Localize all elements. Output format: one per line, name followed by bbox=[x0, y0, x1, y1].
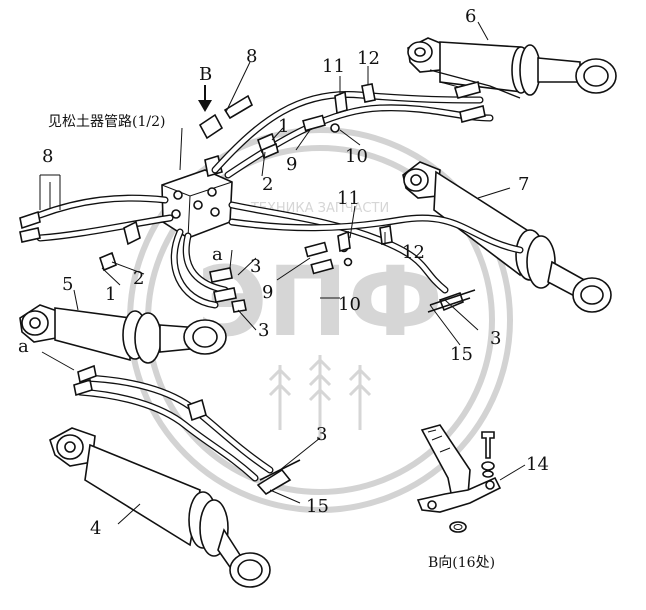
port-a-left: a bbox=[18, 336, 29, 357]
cylinder-5 bbox=[19, 304, 227, 364]
callout-15-b: 15 bbox=[306, 496, 329, 517]
callout-11-top: 11 bbox=[322, 56, 345, 77]
leader-lines bbox=[39, 21, 526, 525]
callout-14: 14 bbox=[526, 454, 549, 475]
callout-3-d: 3 bbox=[316, 424, 327, 445]
callout-15-a: 15 bbox=[450, 344, 473, 365]
fittings bbox=[19, 81, 486, 496]
callout-8-left: 8 bbox=[42, 146, 53, 167]
callout-8-top: 8 bbox=[246, 46, 257, 67]
callout-3-c: 3 bbox=[490, 328, 501, 349]
callout-10-top: 10 bbox=[345, 146, 368, 167]
cylinder-4 bbox=[49, 427, 271, 588]
callout-12-mid: 12 bbox=[402, 242, 425, 263]
view-b-detail bbox=[416, 424, 502, 533]
callout-2-bottom: 2 bbox=[133, 268, 144, 289]
callout-9-top: 9 bbox=[286, 154, 297, 175]
callout-3-b: 3 bbox=[258, 320, 269, 341]
watermark-wheat-icon bbox=[268, 355, 372, 440]
callout-1-bottom: 1 bbox=[105, 284, 116, 305]
callout-10-bottom: 10 bbox=[338, 294, 361, 315]
callout-6: 6 bbox=[465, 6, 476, 27]
callout-7: 7 bbox=[518, 174, 529, 195]
callout-4: 4 bbox=[90, 518, 101, 539]
callout-1-top: 1 bbox=[278, 116, 289, 137]
port-a-top: a bbox=[212, 244, 223, 265]
cylinder-6 bbox=[407, 37, 617, 99]
callout-2-top: 2 bbox=[262, 174, 273, 195]
valve-block bbox=[161, 154, 233, 239]
callout-5: 5 bbox=[62, 274, 73, 295]
callout-3-a: 3 bbox=[250, 256, 261, 277]
note-see-loosening-circuit: 见松土器管路(1/2) bbox=[48, 114, 165, 130]
view-b-arrow bbox=[198, 85, 212, 112]
labels: B 见松土器管路(1/2) B向(16处) a a 8 8 1 1 2 2 9 … bbox=[18, 6, 549, 571]
callout-12-top: 12 bbox=[357, 48, 380, 69]
view-b-arrow-label: B bbox=[199, 64, 212, 85]
view-b-title: B向(16处) bbox=[428, 555, 495, 571]
callout-9-bottom: 9 bbox=[262, 282, 273, 303]
callout-11-mid: 11 bbox=[337, 188, 360, 209]
